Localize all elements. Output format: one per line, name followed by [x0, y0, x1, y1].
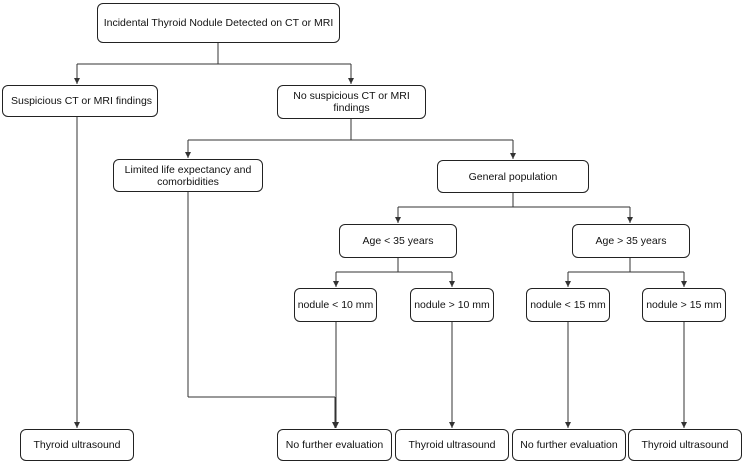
no-suspicious-findings-node: No suspicious CT or MRI findings	[277, 85, 426, 119]
no-suspicious-findings-label: No suspicious CT or MRI findings	[293, 90, 410, 114]
root-label: Incidental Thyroid Nodule Detected on CT…	[103, 17, 334, 29]
limited-life-expectancy-node: Limited life expectancy and comorbiditie…	[113, 159, 263, 192]
age-over-35-node: Age > 35 years	[572, 224, 690, 258]
outcome-no-further-evaluation: No further evaluation	[277, 429, 392, 461]
outcome-label: Thyroid ultrasound	[408, 439, 496, 451]
nodule-under-15-node: nodule < 15 mm	[526, 288, 610, 322]
nodule-over-10-label: nodule > 10 mm	[414, 299, 490, 311]
nodule-under-15-label: nodule < 15 mm	[530, 299, 606, 311]
outcome-label: Thyroid ultrasound	[641, 439, 729, 451]
outcome-label: No further evaluation	[520, 439, 618, 451]
outcome-thyroid-ultrasound: Thyroid ultrasound	[395, 429, 509, 461]
outcome-label: No further evaluation	[285, 439, 384, 451]
outcome-no-further-evaluation: No further evaluation	[512, 429, 626, 461]
outcome-thyroid-ultrasound: Thyroid ultrasound	[20, 429, 134, 461]
nodule-over-10-node: nodule > 10 mm	[410, 288, 494, 322]
nodule-over-15-label: nodule > 15 mm	[646, 299, 722, 311]
outcome-thyroid-ultrasound: Thyroid ultrasound	[628, 429, 742, 461]
suspicious-findings-node: Suspicious CT or MRI findings	[2, 85, 158, 117]
age-under-35-node: Age < 35 years	[339, 224, 457, 258]
nodule-under-10-node: nodule < 10 mm	[294, 288, 377, 322]
suspicious-findings-label: Suspicious CT or MRI findings	[11, 95, 153, 107]
nodule-under-10-label: nodule < 10 mm	[297, 299, 374, 311]
outcome-label: Thyroid ultrasound	[33, 439, 121, 451]
general-population-label: General population	[468, 170, 558, 183]
root-node: Incidental Thyroid Nodule Detected on CT…	[97, 3, 340, 43]
age-under-35-label: Age < 35 years	[362, 235, 434, 247]
age-over-35-label: Age > 35 years	[595, 235, 667, 247]
limited-life-expectancy-label: Limited life expectancy and comorbiditie…	[124, 163, 252, 188]
general-population-node: General population	[437, 160, 589, 193]
nodule-over-15-node: nodule > 15 mm	[642, 288, 726, 322]
